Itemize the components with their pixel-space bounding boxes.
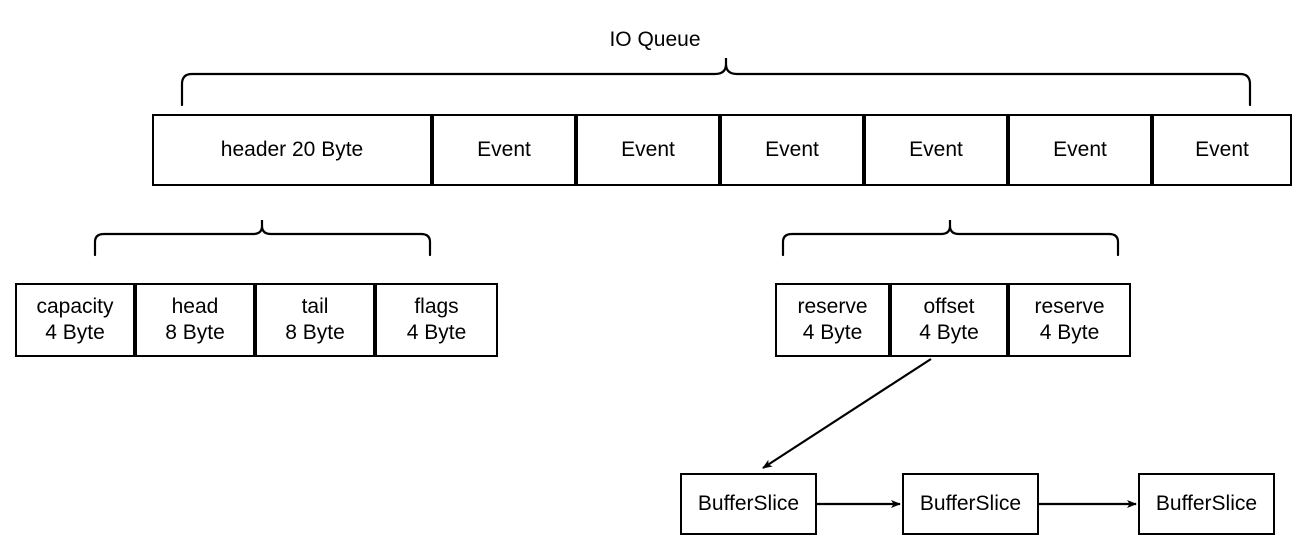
bufferslice-node-3: BufferSlice bbox=[1138, 473, 1275, 535]
bufferslice-node-1: BufferSlice bbox=[680, 473, 817, 535]
event-field-reserve-1: reserve 4 Byte bbox=[775, 283, 890, 357]
queue-cell-event-2: Event bbox=[576, 114, 720, 186]
header-field-flags: flags 4 Byte bbox=[375, 283, 498, 357]
event-field-offset: offset 4 Byte bbox=[890, 283, 1008, 357]
header-field-tail: tail 8 Byte bbox=[255, 283, 375, 357]
queue-cell-event-4: Event bbox=[864, 114, 1008, 186]
header-field-head: head 8 Byte bbox=[135, 283, 255, 357]
queue-cell-event-6: Event bbox=[1152, 114, 1292, 186]
header-field-capacity: capacity 4 Byte bbox=[15, 283, 135, 357]
offset-to-bufferslice-arrow bbox=[762, 358, 932, 469]
io-queue-brace bbox=[180, 58, 1252, 107]
header-detail-brace bbox=[93, 220, 432, 257]
queue-title: IO Queue bbox=[609, 28, 701, 51]
event-detail-brace bbox=[781, 220, 1120, 257]
event-field-reserve-2: reserve 4 Byte bbox=[1008, 283, 1131, 357]
bufferslice-node-2: BufferSlice bbox=[902, 473, 1039, 535]
queue-cell-event-5: Event bbox=[1008, 114, 1152, 186]
queue-cell-event-1: Event bbox=[432, 114, 576, 186]
queue-cell-header: header 20 Byte bbox=[152, 114, 432, 186]
queue-cell-event-3: Event bbox=[720, 114, 864, 186]
